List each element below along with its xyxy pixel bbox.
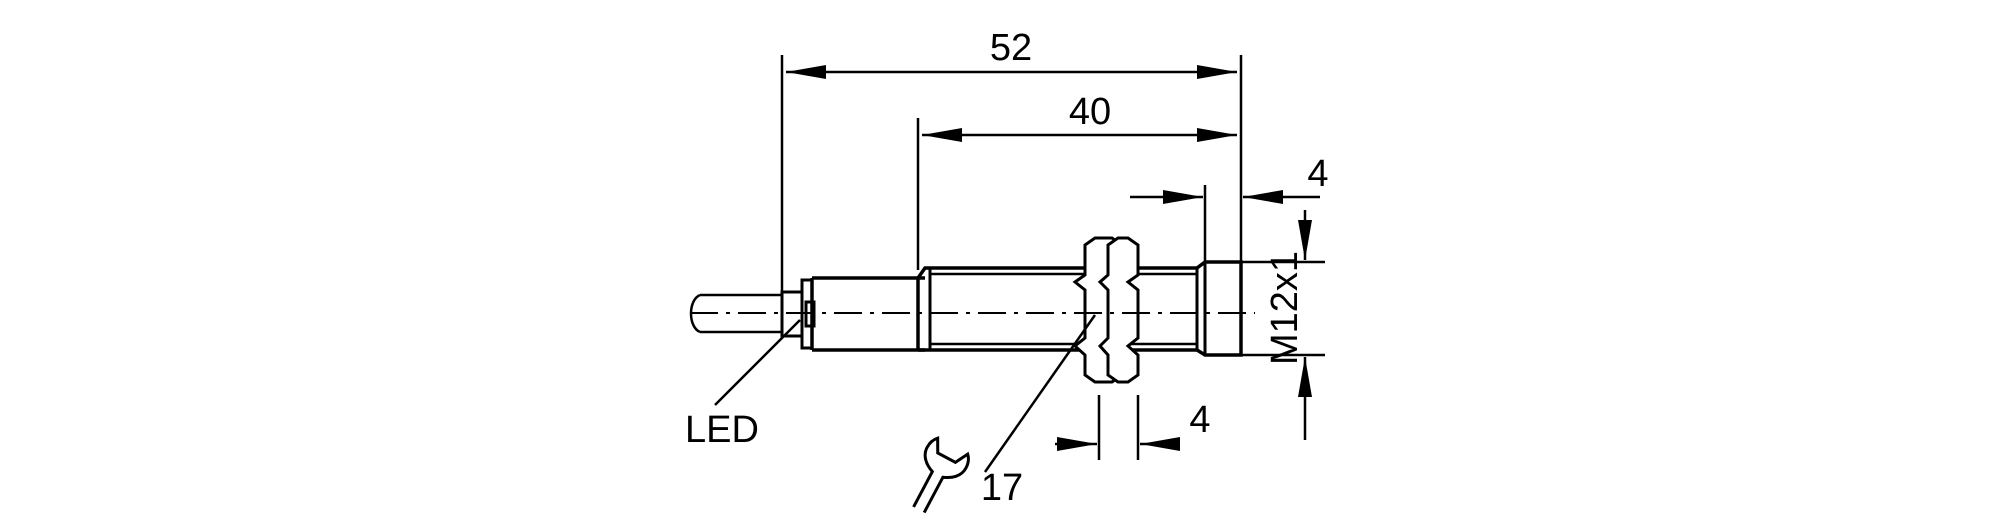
wrench-icon (912, 436, 970, 514)
dimension-face-offset: 4 (1130, 153, 1329, 204)
dimension-thread-size: M12x1 (1264, 210, 1312, 440)
dimension-overall-length-label: 52 (990, 27, 1032, 69)
dimension-nut-thickness-label: 4 (1189, 399, 1210, 441)
led-leader: LED (685, 319, 801, 451)
dimension-thread-size-label: M12x1 (1264, 251, 1306, 365)
extension-lines (780, 55, 1325, 460)
dimension-thread-length: 40 (922, 91, 1237, 142)
dimension-thread-length-label: 40 (1069, 91, 1111, 133)
dimension-overall-length: 52 (786, 27, 1237, 79)
wrench-size-label: 17 (981, 467, 1023, 509)
threaded-body (916, 260, 1243, 357)
hex-nut-back (1097, 236, 1140, 384)
wrench-size-leader: 17 (912, 314, 1097, 514)
dimension-face-offset-label: 4 (1307, 153, 1328, 195)
led-label: LED (685, 409, 759, 451)
dimension-nut-thickness: 4 (1055, 399, 1211, 451)
